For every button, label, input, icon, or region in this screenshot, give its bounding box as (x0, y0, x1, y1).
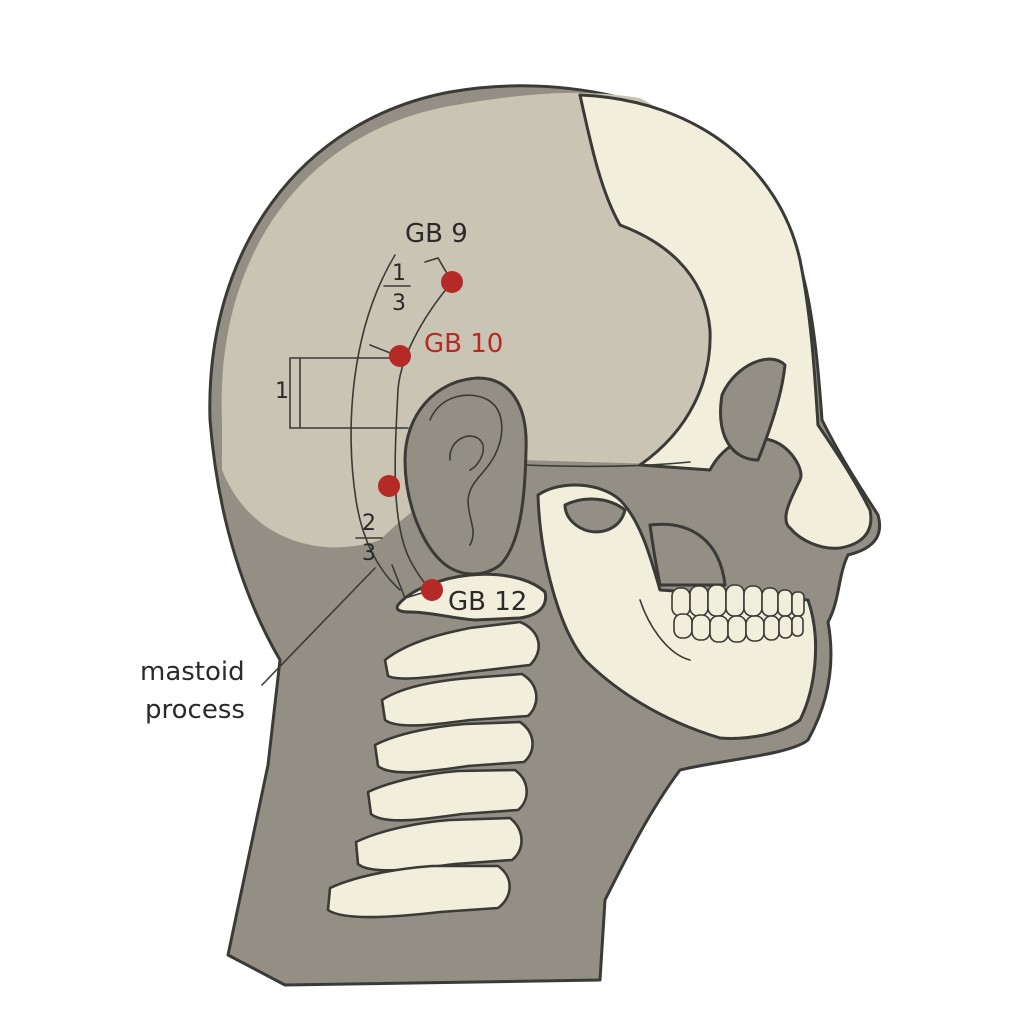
fraction-two-thirds-numerator: 2 (362, 511, 376, 536)
fraction-two-thirds-denominator: 3 (362, 541, 376, 566)
meridian-line-outer (350, 254, 401, 591)
mandible-notch (563, 497, 627, 534)
label-gb9: GB 9 (405, 219, 468, 249)
measurement-bracket (289, 357, 409, 429)
vertebra-c3 (373, 720, 534, 774)
meridian-line-inner (394, 281, 453, 591)
cervical-vertebrae (326, 620, 540, 919)
upper-teeth (671, 584, 805, 617)
acupoint-gb12 (421, 579, 443, 601)
mandible-gap (648, 522, 727, 587)
fraction-one-third-denominator: 3 (392, 291, 406, 316)
label-gb12: GB 12 (448, 587, 527, 617)
vertebra-c1 (383, 620, 540, 680)
ear (403, 376, 528, 576)
facial-skull (578, 93, 873, 550)
label-gb10: GB 10 (424, 329, 503, 359)
vertebra-c6 (326, 864, 511, 919)
eye-orbit (719, 357, 787, 462)
teeth (671, 584, 805, 643)
mastoid-leader (261, 567, 376, 686)
label-mastoid-line1: mastoid (140, 657, 245, 687)
label-unit-measure: 1 (275, 379, 289, 404)
mandible-line (639, 599, 691, 661)
acupoint-gb11 (378, 475, 400, 497)
fraction-one-third-numerator: 1 (392, 261, 406, 286)
label-mastoid-line2: process (145, 695, 245, 725)
temporal-line (524, 461, 691, 468)
acupoint-gb9 (441, 271, 463, 293)
vertebra-c2 (380, 672, 538, 727)
vertebra-c4 (366, 768, 528, 822)
acupoint-gb10 (389, 345, 411, 367)
lower-teeth (673, 613, 804, 643)
